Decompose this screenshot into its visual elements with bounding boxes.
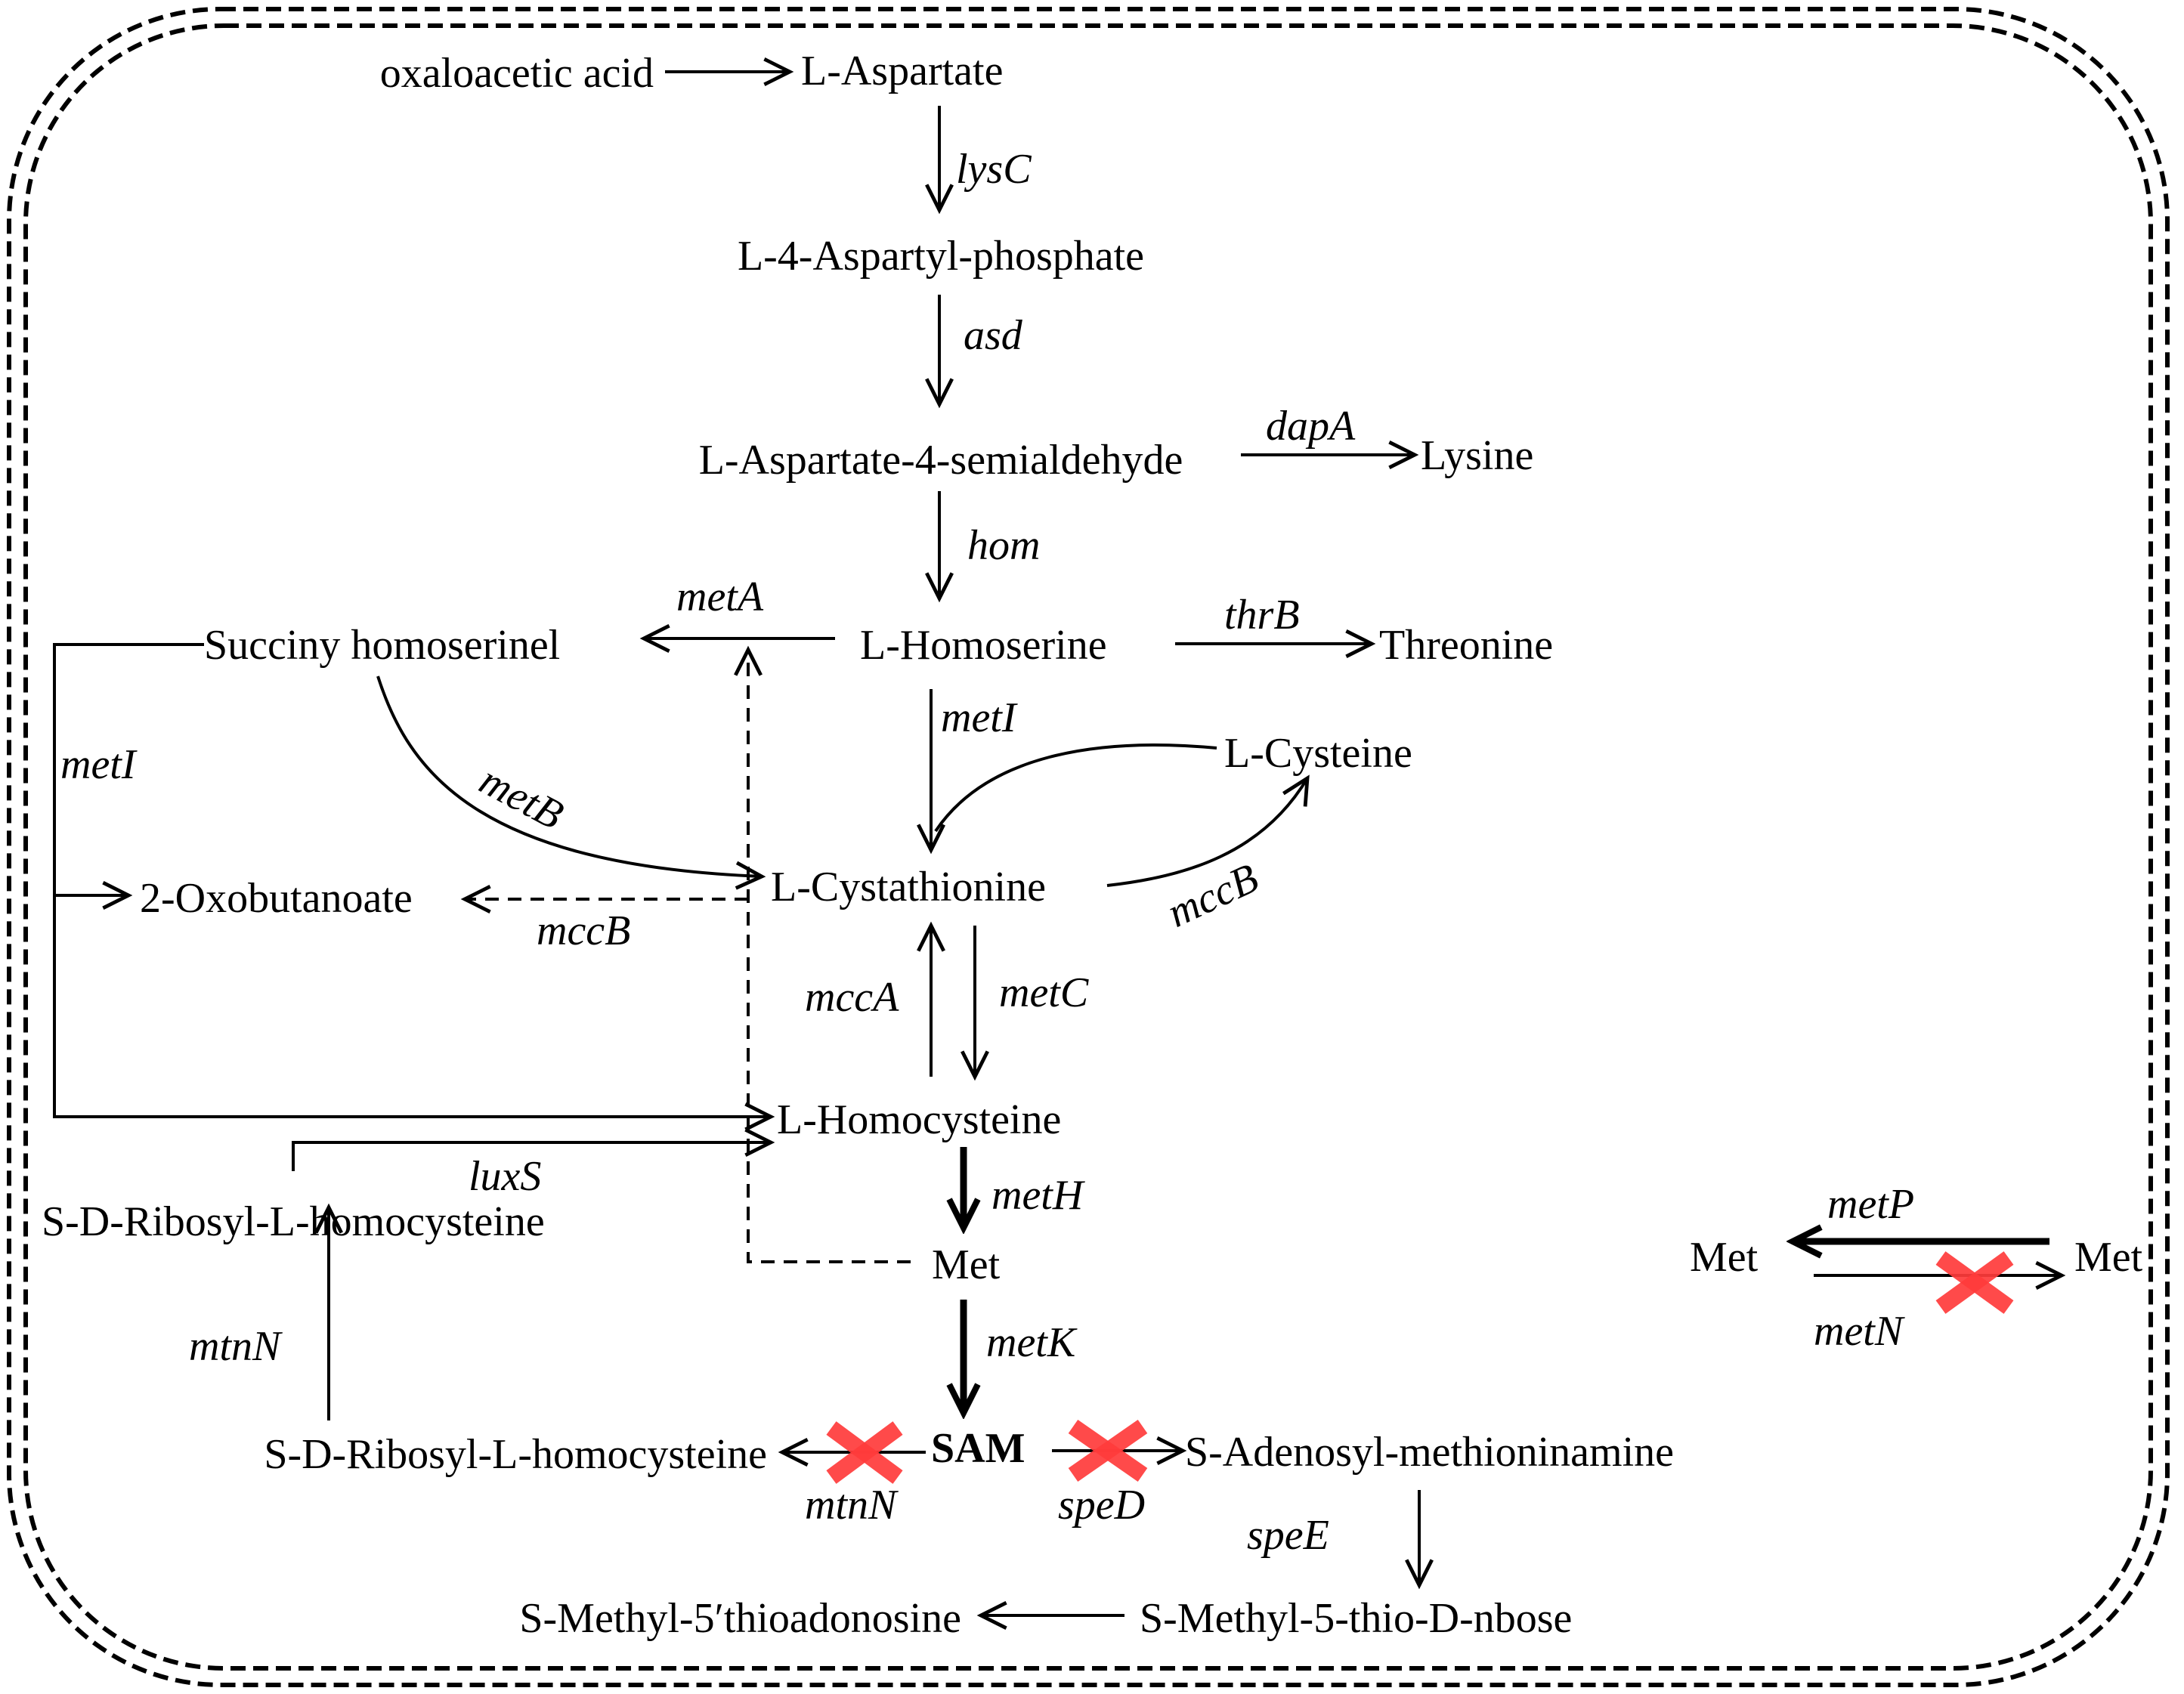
knockout-cross-sped <box>1068 1419 1148 1482</box>
label-2-oxobutanoate: 2-Oxobutanoate <box>140 875 413 922</box>
label-s-methyl-5-thio-d-nbose: S-Methyl-5-thio-D-nbose <box>1140 1595 1572 1642</box>
label-l-cystathionine: L-Cystathionine <box>771 864 1046 910</box>
label-l-aspartate: L-Aspartate <box>801 48 1003 94</box>
label-met-left: Met <box>1690 1234 1759 1281</box>
label-succiny-homoserine: Succiny homoserinel <box>204 622 560 669</box>
knockout-cross-mtnn <box>826 1421 903 1484</box>
gene-metk: metK <box>986 1319 1078 1366</box>
dashed-feedback-met <box>734 645 911 1263</box>
cell-membrane-outer <box>7 7 2170 1687</box>
label-sam: SAM <box>931 1425 1025 1472</box>
gene-dapa: dapA <box>1266 403 1356 450</box>
gene-mccb-left: mccB <box>537 907 630 954</box>
label-l-4-aspartyl-phosphate: L-4-Aspartyl-phosphate <box>738 233 1144 280</box>
label-met-inner: Met <box>932 1241 1001 1288</box>
gene-spee: speE <box>1247 1512 1329 1559</box>
gene-metb: metB <box>472 757 571 839</box>
arrow-metb <box>376 675 766 890</box>
gene-metc: metC <box>999 969 1089 1016</box>
gene-meti-center: metI <box>941 694 1018 741</box>
arrow-luxs <box>292 1128 775 1171</box>
label-l-homoserine: L-Homoserine <box>860 622 1107 669</box>
gene-mtnn-bottom: mtnN <box>805 1482 899 1529</box>
label-lysine: Lysine <box>1421 432 1533 479</box>
gene-mcca: mccA <box>805 974 899 1021</box>
gene-asd: asd <box>964 312 1023 359</box>
label-s-d-ribosyl-l-homocysteine-lower: S-D-Ribosyl-L-homocysteine <box>264 1431 767 1478</box>
label-s-methyl-thioadonosine: S-Methyl-5′thioadonosine <box>519 1595 961 1642</box>
gene-metn: metN <box>1814 1308 1905 1355</box>
label-l-cysteine: L-Cysteine <box>1224 730 1412 777</box>
label-met-right: Met <box>2074 1234 2143 1281</box>
cell-membrane-inner <box>23 23 2153 1671</box>
arrow-cysteine-to-cystathionine <box>934 743 1217 833</box>
label-l-aspartate-4-semialdehyde: L-Aspartate-4-semialdehyde <box>699 437 1183 484</box>
gene-sped: speD <box>1058 1482 1145 1529</box>
gene-thrb: thrB <box>1224 592 1300 638</box>
gene-mccb-right: mccB <box>1160 855 1265 937</box>
arrow-mccb-right <box>1106 774 1310 887</box>
gene-meti-left: metI <box>60 741 138 788</box>
gene-hom: hom <box>967 522 1040 569</box>
gene-meth: metH <box>991 1172 1085 1219</box>
label-s-d-ribosyl-l-homocysteine-upper: S-D-Ribosyl-L-homocysteine <box>42 1198 545 1245</box>
knockout-cross-metn <box>1935 1251 2014 1314</box>
label-threonine: Threonine <box>1379 622 1553 669</box>
gene-lysc: lysC <box>956 146 1032 193</box>
label-oxaloacetic-acid: oxaloacetic acid <box>380 50 654 97</box>
label-s-adenosyl-methioninamine: S-Adenosyl-methioninamine <box>1185 1429 1674 1476</box>
gene-luxs: luxS <box>469 1153 541 1200</box>
gene-meta: metA <box>676 573 764 620</box>
label-l-homocysteine: L-Homocysteine <box>777 1096 1061 1143</box>
gene-mtnn-left: mtnN <box>189 1323 283 1370</box>
arrow-meti-left <box>53 643 775 1131</box>
gene-metp: metP <box>1827 1181 1914 1228</box>
